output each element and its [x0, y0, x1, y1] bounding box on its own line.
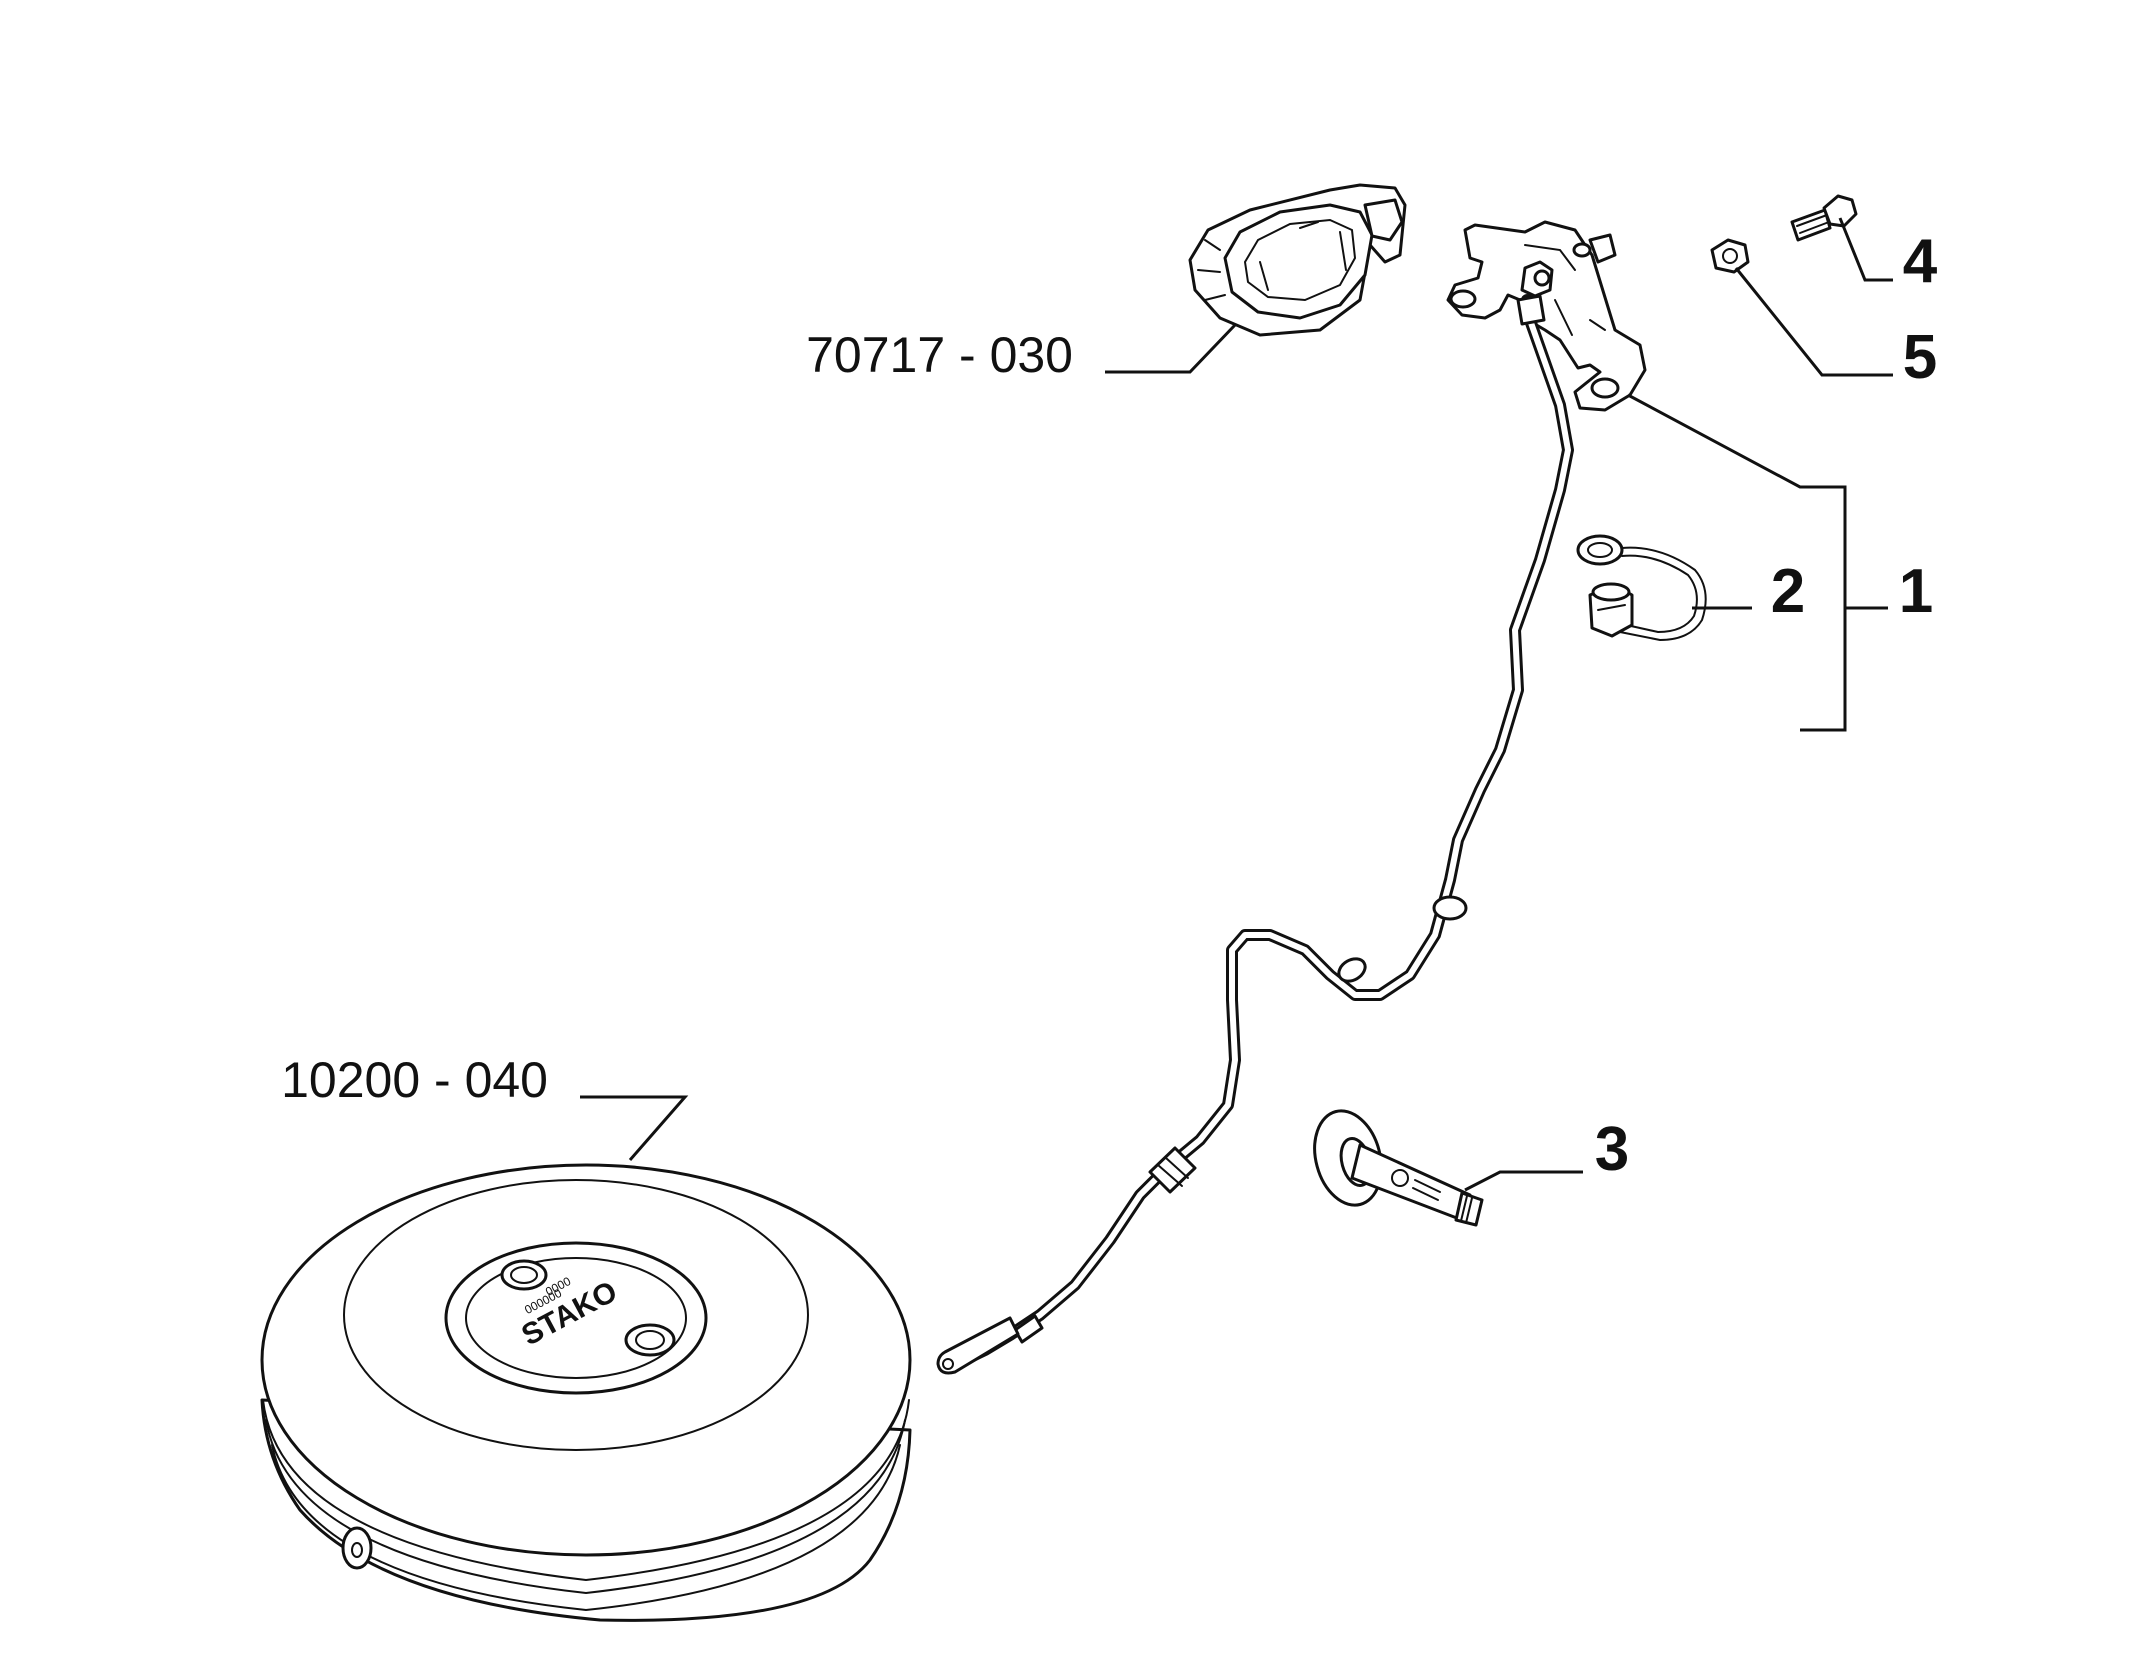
nut	[1710, 238, 1750, 274]
leader-bracket	[1627, 393, 1845, 489]
label-fuel-door-housing: 70717 - 030	[806, 327, 1073, 383]
label-part-2: 2	[1771, 557, 1805, 626]
valve-cap-with-strap	[1576, 534, 1707, 642]
leader-part-5	[1734, 267, 1893, 377]
label-part-5: 5	[1903, 323, 1937, 392]
leader-part-3	[1464, 1170, 1583, 1192]
label-part-1: 1	[1899, 557, 1933, 626]
leader-fuel-door	[1105, 323, 1237, 374]
leader-tank	[580, 1095, 689, 1161]
label-part-3: 3	[1595, 1115, 1629, 1184]
leader-lines	[580, 217, 1893, 1192]
gas-pipe	[936, 294, 1574, 1375]
filler-valve-adapter	[1313, 1109, 1484, 1227]
bolt	[1790, 194, 1858, 242]
lpg-toroidal-tank: STAKO 000000 0000	[260, 1163, 912, 1622]
leader-part-4	[1838, 217, 1893, 282]
bracket-group	[1800, 485, 1847, 732]
fuel-door-housing	[1188, 183, 1407, 337]
label-part-4: 4	[1903, 227, 1938, 296]
refuelling-valve-bracket	[1446, 220, 1647, 412]
label-lpg-tank: 10200 - 040	[281, 1052, 548, 1108]
